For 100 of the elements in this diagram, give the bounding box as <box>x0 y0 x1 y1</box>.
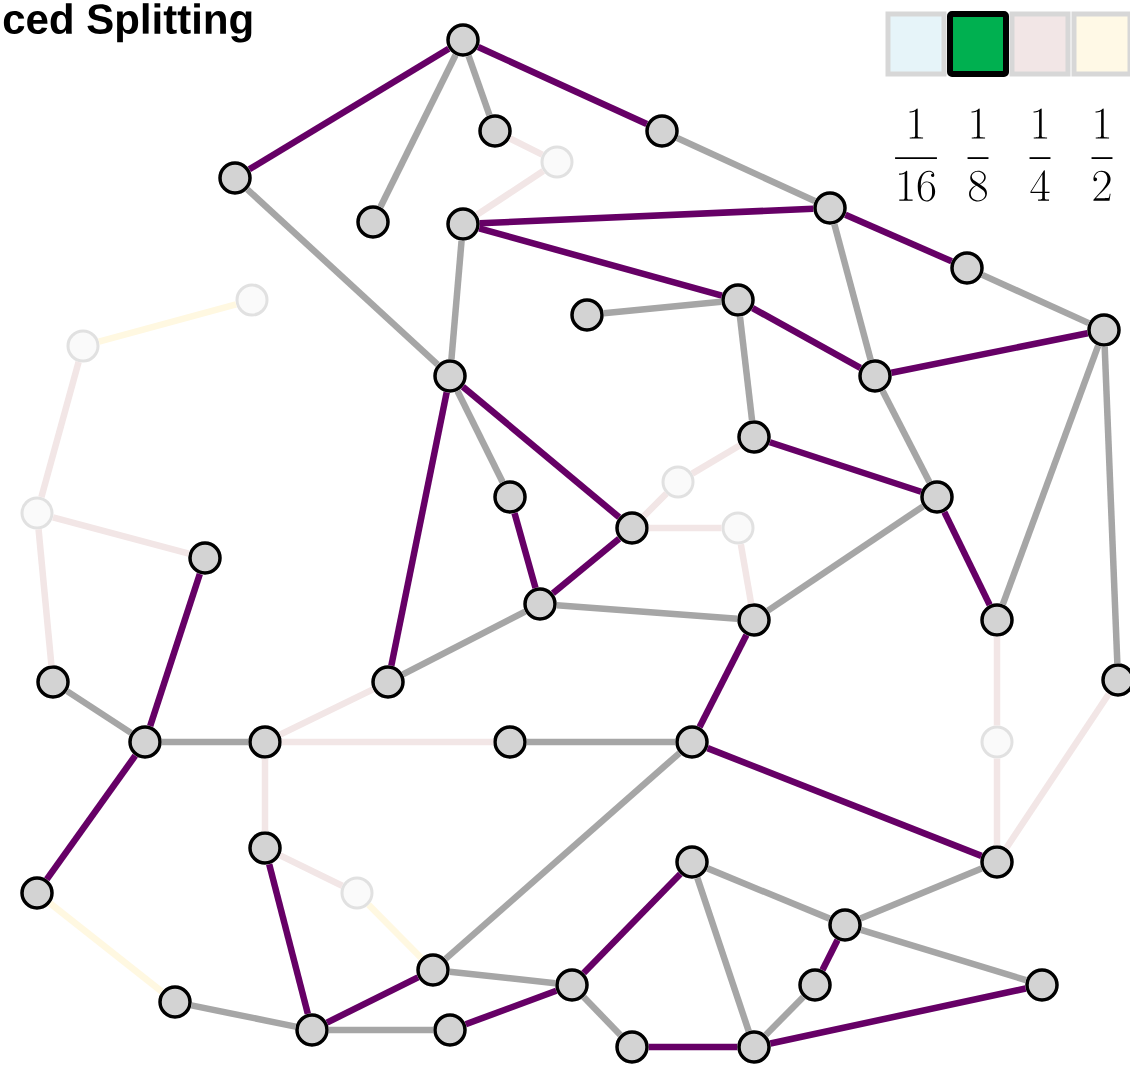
edge-line <box>98 301 237 345</box>
graph-node <box>128 725 162 759</box>
edge-line <box>464 987 558 1028</box>
graph-node <box>813 191 847 225</box>
edge-line <box>694 876 752 1033</box>
edge-line <box>328 1026 434 1034</box>
edge-line <box>511 512 539 589</box>
graph-node <box>446 23 480 57</box>
edge-line <box>48 900 164 995</box>
edge-line <box>706 745 983 859</box>
edge-line <box>556 602 738 622</box>
faded-node <box>980 725 1014 759</box>
edge-line <box>603 298 722 317</box>
legend-label: $\frac{1}{8}$ <box>967 108 989 202</box>
edge-line <box>52 514 190 557</box>
edge-line <box>460 384 622 520</box>
graph-node <box>295 1013 329 1047</box>
graph-node <box>493 725 527 759</box>
graph-node <box>433 359 467 393</box>
faded-node <box>340 876 374 910</box>
graph-node <box>20 876 54 910</box>
graph-node <box>218 161 252 195</box>
graph-node <box>1101 663 1130 697</box>
edge-line <box>737 543 755 605</box>
graph-node <box>570 298 604 332</box>
faded-node <box>540 145 574 179</box>
graph-node <box>615 511 649 545</box>
edge-line <box>763 994 806 1038</box>
edge-line <box>278 852 344 889</box>
faded-node <box>721 511 755 545</box>
faded-node <box>66 329 100 363</box>
edge-line <box>278 686 375 738</box>
edge-line <box>401 608 527 678</box>
edge-line <box>581 871 683 976</box>
edge-line <box>890 330 1089 376</box>
edge-line <box>35 529 55 666</box>
edge-line <box>581 994 623 1038</box>
edge-line <box>648 1043 738 1051</box>
graph-node <box>446 207 480 241</box>
edge-line <box>766 503 925 614</box>
graph-node <box>555 968 589 1002</box>
graph-node <box>416 953 450 987</box>
edge-line <box>641 491 669 519</box>
edge-line <box>38 361 82 498</box>
graph-node <box>721 283 755 317</box>
edge-line <box>476 44 649 127</box>
graph-node <box>980 603 1014 637</box>
edge-line <box>768 439 923 495</box>
graph-node <box>615 1030 649 1064</box>
edge-line <box>190 1002 297 1030</box>
graph-node <box>248 831 282 865</box>
edge-line <box>736 316 756 421</box>
edge-line <box>281 738 494 746</box>
graph-node <box>1087 313 1121 347</box>
edge-line <box>993 758 1001 846</box>
graph-node <box>248 725 282 759</box>
graph-node <box>188 541 222 575</box>
edge-line <box>325 974 420 1026</box>
graph-node <box>828 908 862 942</box>
graph-node <box>798 968 832 1002</box>
graph-node <box>675 845 709 879</box>
faded-node <box>661 465 695 499</box>
edge-line <box>980 271 1091 327</box>
edge-line <box>769 985 1027 1047</box>
edge-line <box>706 865 831 922</box>
edge-line <box>819 938 841 972</box>
edge-line <box>831 223 874 361</box>
edge-line <box>751 305 862 371</box>
edge-line <box>879 389 933 484</box>
graph-node <box>858 359 892 393</box>
graph-node <box>737 1030 771 1064</box>
graph-node <box>493 480 527 514</box>
graph-node <box>737 420 771 454</box>
edge-line <box>1101 346 1121 664</box>
graph-node <box>950 251 984 285</box>
edge-line <box>388 391 450 667</box>
edge-line <box>147 572 203 728</box>
edge-line <box>999 344 1102 606</box>
edge-line <box>266 863 311 1015</box>
graph-node <box>158 985 192 1019</box>
edge-line <box>550 536 622 596</box>
edge-line <box>465 54 493 117</box>
graph-node <box>356 205 390 239</box>
edge-line <box>377 53 459 209</box>
edge-line <box>478 225 723 299</box>
graph-node <box>433 1013 467 1047</box>
graph-node <box>737 603 771 637</box>
graph-node <box>920 480 954 514</box>
title: ced Splitting <box>3 3 252 43</box>
edge-line <box>508 135 544 158</box>
edge-line <box>993 636 1001 726</box>
edge-line <box>475 168 546 218</box>
edge-line <box>449 968 556 987</box>
graph-node <box>1025 968 1059 1002</box>
graph-node <box>980 845 1014 879</box>
legend-label: $\frac{1}{2}$ <box>1091 108 1113 201</box>
edge-line <box>860 926 1027 984</box>
graph-node <box>371 665 405 699</box>
edge-line <box>675 135 817 204</box>
edge-line <box>261 758 269 832</box>
